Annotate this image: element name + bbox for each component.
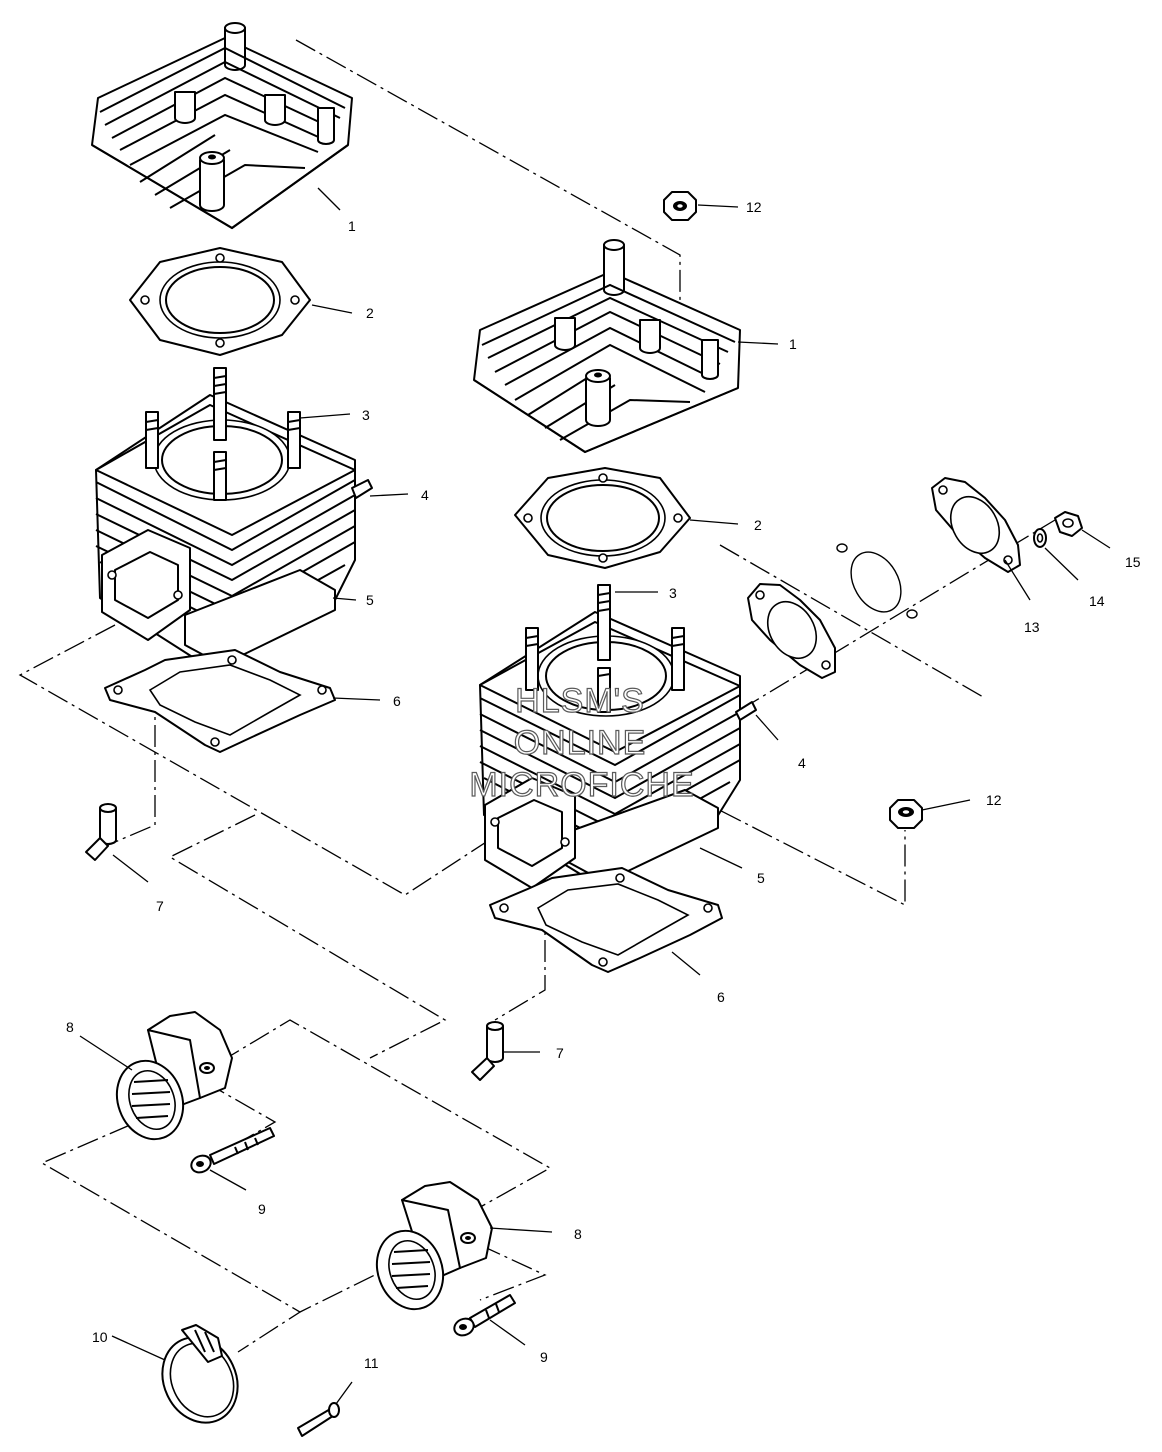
callout-lower-screw: 9	[540, 1349, 548, 1365]
callout-exhaust-nut: 15	[1125, 554, 1141, 570]
left-studs	[145, 367, 301, 501]
callout-clamp-screw: 11	[364, 1355, 379, 1371]
callout-left-stud: 3	[362, 407, 370, 423]
callout-right-fitting: 4	[798, 755, 806, 771]
left-head-gasket	[129, 247, 311, 356]
callout-left-fitting: 4	[421, 487, 429, 503]
watermark-line-1: HLSM'S	[515, 682, 645, 720]
washer-14	[1033, 528, 1047, 548]
exhaust-gasket-rings	[836, 543, 918, 619]
callout-right-nut: 12	[986, 792, 1002, 808]
callout-left-head: 1	[348, 218, 356, 234]
exhaust-gasket-13	[931, 477, 1021, 573]
left-fitting	[351, 479, 373, 499]
callout-right-head-gasket: 2	[754, 517, 762, 533]
watermark-line-3: MICROFICHE	[469, 766, 694, 804]
upper-intake-manifold	[115, 1011, 233, 1141]
right-head-gasket	[514, 467, 691, 569]
watermark-line-2: ONLINE	[514, 724, 647, 762]
callout-lower-manifold: 8	[574, 1226, 582, 1242]
callout-right-base-gasket: 6	[717, 989, 725, 1005]
callout-left-head-gasket: 2	[366, 305, 374, 321]
right-nut-12	[889, 799, 923, 829]
callout-top-nut: 12	[746, 199, 762, 215]
callout-upper-manifold: 8	[66, 1019, 74, 1035]
lower-screw-9	[453, 1294, 516, 1337]
exhaust-nut-15	[1054, 511, 1083, 537]
callout-exhaust-gasket: 13	[1024, 619, 1040, 635]
callout-clamp: 10	[92, 1329, 108, 1345]
right-studs	[525, 584, 685, 713]
leader-lines	[79, 187, 1111, 1405]
callout-right-valve: 7	[556, 1045, 564, 1061]
lower-intake-manifold	[375, 1181, 493, 1311]
left-base-gasket	[104, 649, 336, 753]
callout-left-valve: 7	[156, 898, 164, 914]
assembly-centerlines	[18, 39, 1056, 1353]
callout-washer: 14	[1089, 593, 1105, 609]
callout-right-stud: 3	[669, 585, 677, 601]
right-valve	[471, 1021, 504, 1081]
clamp-10	[161, 1324, 239, 1424]
callout-upper-screw: 9	[258, 1201, 266, 1217]
exhaust-gasket-left	[747, 583, 836, 679]
callout-labels: 1 2 3 4 5 6 7 12 1 2 3 4 12 5 6 7 13 14 …	[66, 199, 1141, 1371]
clamp-screw-11	[297, 1402, 340, 1437]
top-nut-12	[663, 191, 697, 221]
callout-left-base-gasket: 6	[393, 693, 401, 709]
left-cylinder-head	[91, 22, 353, 230]
callout-left-cylinder: 5	[366, 592, 374, 608]
callout-right-head: 1	[789, 336, 797, 352]
right-fitting	[735, 701, 757, 721]
callout-right-cylinder: 5	[757, 870, 765, 886]
left-valve	[85, 803, 117, 861]
upper-screw-9	[190, 1127, 275, 1174]
watermark: HLSM'S ONLINE MICROFICHE	[469, 681, 695, 804]
right-cylinder-head	[473, 239, 741, 454]
right-base-gasket	[489, 867, 723, 973]
